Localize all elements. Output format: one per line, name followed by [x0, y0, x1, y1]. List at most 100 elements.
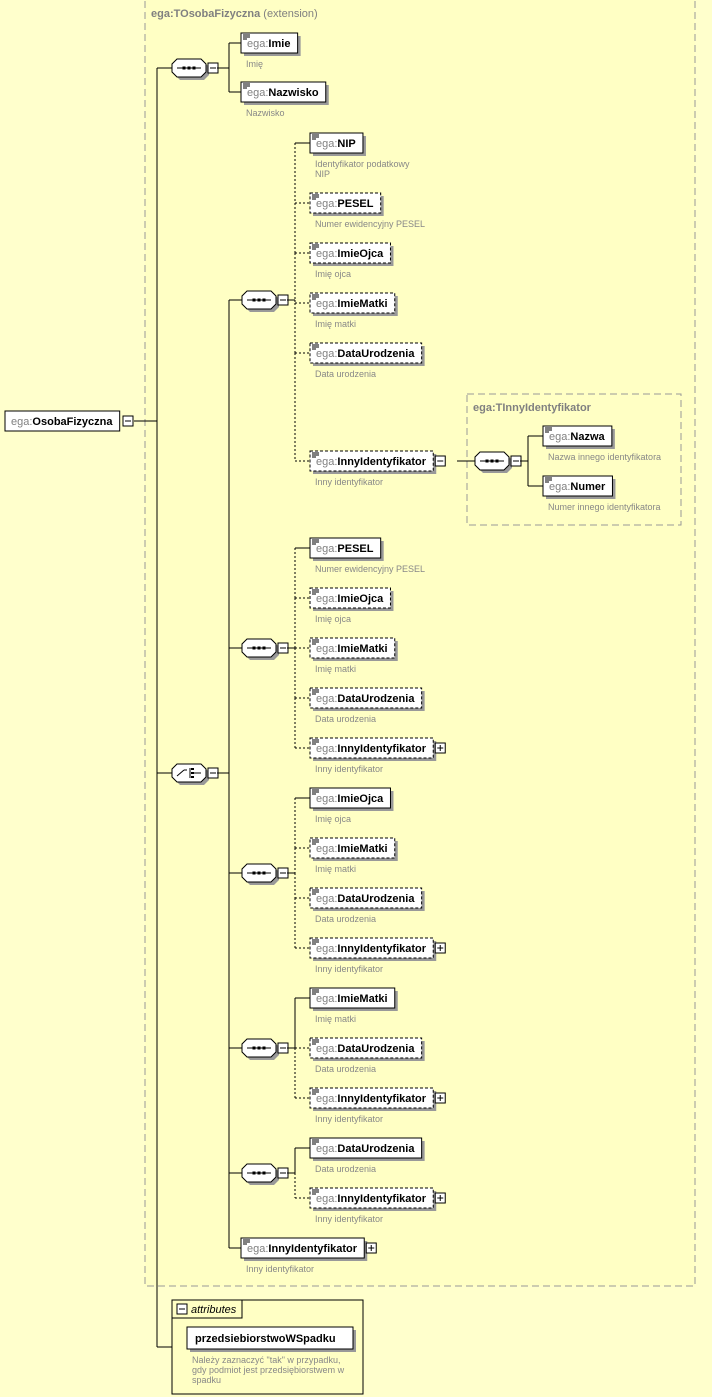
sequence-compositor-icon[interactable]: [241, 1163, 279, 1185]
element-osobafizyczna[interactable]: ega:OsobaFizyczna: [4, 410, 121, 432]
element-documentation: Imię matki: [315, 664, 356, 674]
sequence-compositor-icon[interactable]: [241, 638, 279, 660]
element-label: InnyIdentyfikator: [337, 943, 426, 955]
element-doc-icon: [312, 539, 319, 545]
sequence-compositor-icon[interactable]: [241, 290, 279, 312]
root-collapse-icon[interactable]: [122, 415, 134, 427]
element-doc-icon: [312, 689, 319, 695]
element-name: ega:DataUrodzenia: [316, 693, 415, 705]
expand-plus-icon[interactable]: [434, 742, 446, 754]
element-documentation: Data urodzenia: [315, 1164, 376, 1174]
collapse-minus-icon[interactable]: [510, 455, 522, 467]
expand-plus-icon[interactable]: [434, 1092, 446, 1104]
element-documentation: Data urodzenia: [315, 714, 376, 724]
element-name: ega:InnyIdentyfikator: [316, 1193, 427, 1205]
element-label: NIP: [337, 138, 355, 150]
choice-compositor-icon[interactable]: [171, 763, 209, 785]
element-name: ega:PESEL: [316, 543, 374, 555]
collapse-minus-icon[interactable]: [277, 1042, 289, 1054]
sequence-compositor-icon[interactable]: [474, 451, 512, 473]
collapse-minus-icon[interactable]: [277, 294, 289, 306]
element-documentation: Imię matki: [315, 864, 356, 874]
element-doc-icon: [312, 639, 319, 645]
element-label: ImieMatki: [337, 993, 387, 1005]
namespace-prefix: ega:: [316, 198, 337, 210]
element-label: InnyIdentyfikator: [337, 456, 426, 468]
collapse-minus-icon[interactable]: [207, 767, 219, 779]
element-doc-icon: [312, 194, 319, 200]
element-label: InnyIdentyfikator: [337, 743, 426, 755]
expand-plus-icon[interactable]: [365, 1242, 377, 1254]
namespace-prefix: ega:: [316, 793, 337, 805]
namespace-prefix: ega:: [247, 87, 268, 99]
collapse-minus-icon[interactable]: [277, 642, 289, 654]
element-name: ega:OsobaFizyczna: [11, 416, 113, 428]
element-documentation: Imię ojca: [315, 614, 351, 624]
namespace-prefix: ega:: [11, 416, 32, 428]
namespace-prefix: ega:: [316, 1143, 337, 1155]
element-label: ImieOjca: [337, 593, 384, 605]
element-documentation: Numer ewidencyjny PESEL: [315, 219, 425, 229]
element-documentation: NIP: [315, 169, 330, 179]
element-name: ega:Nazwa: [549, 431, 606, 443]
namespace-prefix: ega:: [316, 1043, 337, 1055]
collapse-minus-icon[interactable]: [277, 867, 289, 879]
element-label: Nazwisko: [268, 87, 318, 99]
element-label: ImieOjca: [337, 793, 384, 805]
element-name: ega:DataUrodzenia: [316, 1143, 415, 1155]
collapse-minus-icon[interactable]: [434, 455, 446, 467]
element-doc-icon: [243, 34, 250, 40]
element-doc-icon: [312, 989, 319, 995]
expand-plus-icon[interactable]: [434, 1192, 446, 1204]
collapse-minus-icon[interactable]: [207, 62, 219, 74]
element-doc-icon: [312, 839, 319, 845]
attribute-box[interactable]: [186, 1326, 354, 1350]
sequence-compositor-icon[interactable]: [241, 863, 279, 885]
element-documentation: Inny identyfikator: [315, 1214, 383, 1224]
collapse-minus-icon[interactable]: [277, 1167, 289, 1179]
extension-type-name: ega:TOsobaFizyczna: [151, 8, 261, 20]
element-label: Numer: [570, 481, 606, 493]
namespace-prefix: ega:: [316, 456, 337, 468]
attribute-documentation: spadku: [192, 1375, 221, 1385]
element-name: ega:Imie: [247, 38, 290, 50]
namespace-prefix: ega:: [247, 1243, 268, 1255]
expand-plus-icon[interactable]: [434, 942, 446, 954]
extension-note: (extension): [260, 8, 317, 20]
attributes-collapse-icon[interactable]: [176, 1303, 188, 1315]
element-documentation: Data urodzenia: [315, 1064, 376, 1074]
sequence-compositor-icon[interactable]: [171, 58, 209, 80]
element-doc-icon: [243, 1239, 250, 1245]
element-doc-icon: [312, 1139, 319, 1145]
sequence-compositor-icon[interactable]: [241, 1038, 279, 1060]
element-name: ega:DataUrodzenia: [316, 893, 415, 905]
element-label: PESEL: [337, 543, 373, 555]
element-doc-icon: [312, 294, 319, 300]
namespace-prefix: ega:: [316, 1193, 337, 1205]
